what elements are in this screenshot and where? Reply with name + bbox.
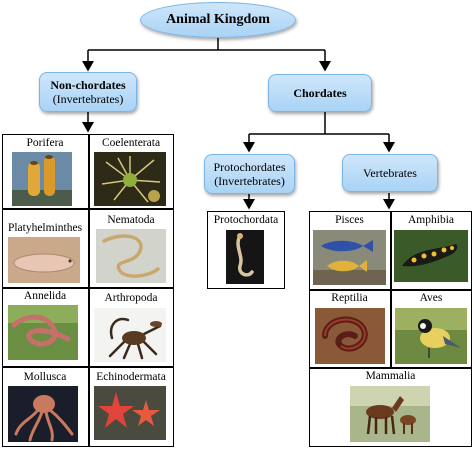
nonchordates-label: Non-chordates bbox=[50, 77, 126, 92]
platyhelminthes-label: Platyhelminthes bbox=[7, 222, 83, 234]
coelenterata-label: Coelenterata bbox=[101, 137, 161, 149]
mammalia-image bbox=[350, 386, 430, 442]
annelida-label: Annelida bbox=[23, 290, 67, 302]
vertebrates-node: Vertebrates bbox=[342, 154, 438, 192]
reptilia-label: Reptilia bbox=[331, 292, 368, 304]
mammalia-label: Mammalia bbox=[365, 370, 416, 382]
nonchordates-node: Non-chordates (Invertebrates) bbox=[39, 72, 137, 112]
pisces-label: Pisces bbox=[335, 214, 364, 226]
vertebrates-label: Vertebrates bbox=[363, 165, 417, 180]
protochordates-node: Protochordates (Invertebrates) bbox=[204, 154, 295, 194]
porifera-label: Porifera bbox=[26, 137, 64, 149]
animal-kingdom-label: Animal Kingdom bbox=[166, 11, 270, 27]
mollusca-label: Mollusca bbox=[23, 371, 67, 383]
reptilia-image bbox=[315, 308, 385, 364]
amphibia-label: Amphibia bbox=[408, 214, 454, 226]
nematoda-image bbox=[96, 229, 166, 283]
nematoda-label: Nematoda bbox=[107, 214, 155, 226]
aves-label: Aves bbox=[419, 292, 443, 304]
mollusca-image bbox=[8, 386, 78, 442]
coelenterata-image bbox=[94, 152, 166, 206]
arthropoda-label: Arthropoda bbox=[104, 292, 158, 304]
aves-image bbox=[395, 308, 467, 364]
pisces-image bbox=[313, 230, 386, 285]
arthropoda-image bbox=[94, 308, 166, 362]
protochordata-label: Protochordata bbox=[213, 214, 279, 226]
annelida-image bbox=[8, 305, 78, 360]
animal-kingdom-node: Animal Kingdom bbox=[140, 2, 296, 38]
platyhelminthes-image bbox=[8, 237, 80, 283]
protochordates-sublabel: (Invertebrates) bbox=[214, 174, 285, 188]
echinodermata-label: Echinodermata bbox=[96, 371, 166, 383]
amphibia-image bbox=[394, 230, 468, 282]
chordates-node: Chordates bbox=[268, 74, 372, 112]
nonchordates-sublabel: (Invertebrates) bbox=[52, 92, 124, 106]
protochordata-image bbox=[226, 230, 264, 284]
protochordates-label: Protochordates bbox=[213, 159, 286, 174]
chordates-label: Chordates bbox=[293, 85, 347, 100]
echinodermata-image bbox=[94, 386, 166, 440]
porifera-image bbox=[12, 152, 72, 206]
